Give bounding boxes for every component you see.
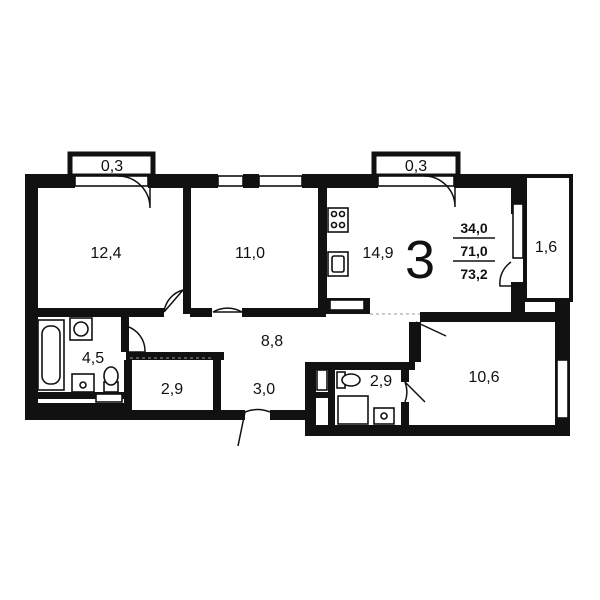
window-top-3	[74, 175, 149, 187]
wall-bath-right	[121, 316, 129, 352]
door-entry	[237, 408, 271, 447]
total-with-balcony: 73,2	[460, 266, 487, 282]
window-right	[556, 359, 569, 419]
wc-toilet-bowl	[341, 373, 361, 387]
stove-burner-1	[330, 210, 338, 218]
wall-closet-top	[126, 352, 224, 360]
closet-a-area: 2,9	[161, 381, 183, 398]
bedroom-right-area: 10,6	[468, 369, 499, 386]
wall-bed3-left	[409, 322, 421, 362]
washing-machine-drum	[73, 321, 89, 337]
hall-area: 8,8	[261, 333, 283, 350]
bath-sink-drain	[79, 381, 87, 389]
bath-toilet-bowl	[103, 366, 119, 386]
ledge-left-area: 0,3	[101, 158, 123, 175]
bath-cabinet	[95, 393, 123, 403]
bathroom-area: 4,5	[82, 350, 104, 367]
wall-bed3-top	[420, 312, 570, 322]
door-bed3	[415, 321, 447, 353]
stove-burner-3	[330, 221, 338, 229]
total-living: 34,0	[460, 220, 487, 236]
wall-bath-bottom2	[36, 403, 126, 410]
total-area: 71,0	[460, 243, 487, 259]
wall-bed2-bottom	[190, 308, 212, 317]
bedroom-left-area: 12,4	[90, 245, 121, 262]
wall-closet-mid2	[213, 360, 221, 412]
stove-burner-4	[338, 221, 346, 229]
wall-top-3	[243, 174, 259, 188]
balcony-outline	[523, 174, 573, 302]
door-bed2	[212, 307, 243, 313]
wall-bed1-bed2	[183, 186, 191, 314]
wall-bed2-kitchen	[318, 186, 327, 314]
door-ledge-left	[117, 175, 151, 209]
wall-wc-right2	[401, 402, 409, 428]
rooms-count: 3	[405, 230, 435, 290]
wc-sink-drain	[380, 412, 388, 420]
wall-bottom-left	[25, 410, 245, 420]
shower-tray	[337, 395, 369, 425]
stove	[327, 207, 349, 233]
window-top-4	[377, 175, 455, 187]
ledge-right-area: 0,3	[405, 158, 427, 175]
wall-step	[305, 362, 316, 436]
stove-burner-2	[338, 210, 346, 218]
wall-kitchen-right-low	[511, 282, 525, 312]
door-bath	[125, 325, 146, 353]
window-balcony	[512, 203, 524, 259]
wall-bed1-bottom-a	[36, 308, 164, 317]
closet-b-area: 3,0	[253, 381, 275, 398]
wall-wc-mid	[315, 392, 329, 398]
window-top-2	[258, 175, 303, 187]
door-bed1	[163, 289, 184, 313]
wall-left	[25, 174, 38, 420]
window-top-1	[217, 175, 244, 187]
wall-wc-left	[328, 362, 335, 428]
wall-bath-bottom	[36, 392, 126, 399]
door-balcony	[499, 261, 525, 287]
bedroom-mid-area: 11,0	[235, 245, 265, 262]
balcony-area: 1,6	[535, 239, 557, 256]
wall-top-4	[302, 174, 378, 188]
wc-shelf	[316, 369, 328, 391]
wall-top-5	[454, 174, 524, 188]
wall-wc-right	[401, 362, 409, 382]
door-ledge-right	[423, 175, 456, 208]
wall-bottom-right	[305, 425, 570, 436]
kitchen-counter-low	[329, 299, 365, 311]
wc-area: 2,9	[370, 373, 392, 390]
wall-bottom-mid	[270, 410, 310, 420]
wall-wc-top	[315, 362, 415, 370]
wall-top-2	[148, 174, 218, 188]
kitchen-area: 14,9	[362, 245, 393, 262]
wall-bed2-bottom-b	[242, 308, 326, 317]
kitchen-sink-bowl	[331, 255, 345, 273]
bathtub-inner	[41, 325, 61, 385]
wall-closet-mid	[124, 360, 132, 412]
door-wc	[404, 381, 426, 403]
